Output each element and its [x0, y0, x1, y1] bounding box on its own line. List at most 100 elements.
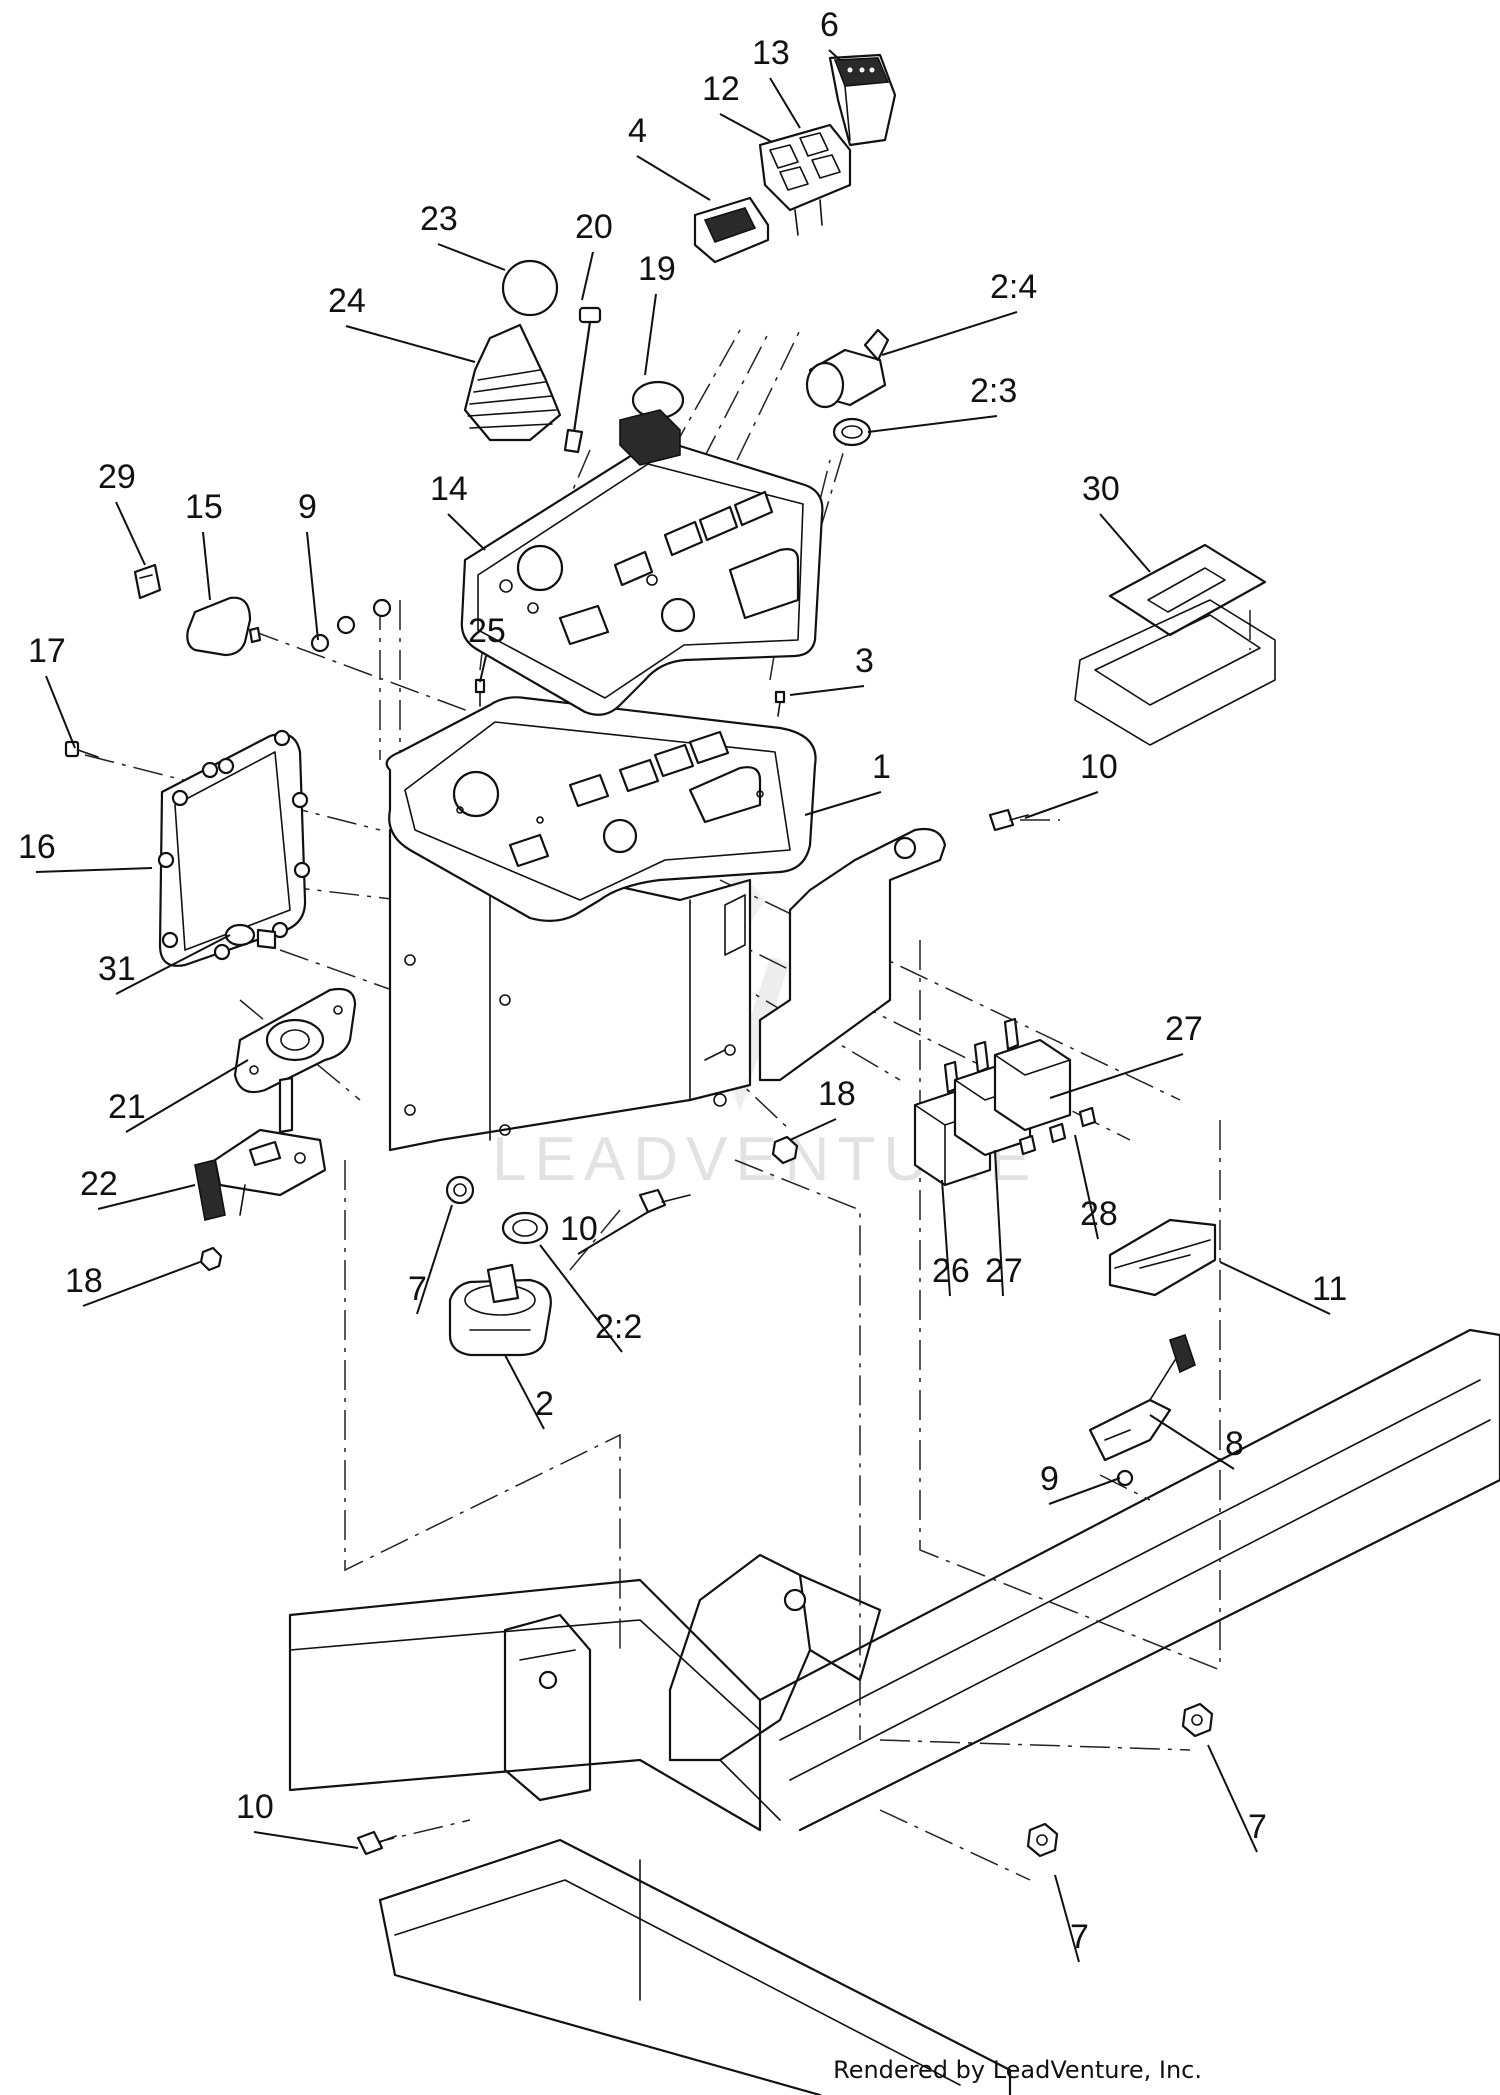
boot-24: [463, 323, 562, 442]
switch-19: [619, 380, 685, 466]
callout-leader-line: [1149, 1414, 1235, 1470]
callout-leader-line: [437, 243, 506, 271]
callout-label: 9: [1040, 1460, 1059, 1498]
callout-leader-line: [581, 251, 594, 301]
callout-leader-line: [306, 531, 319, 641]
callout-label: 12: [702, 70, 740, 108]
callout-leader-line: [1099, 513, 1151, 573]
switch-12-13: [758, 123, 852, 236]
callout-leader-line: [125, 1059, 249, 1133]
callout-leader-line: [644, 293, 657, 376]
callout-label: 29: [98, 458, 136, 496]
nut-2-2: [501, 1211, 549, 1245]
relay-27-b: [993, 1017, 1072, 1132]
callout-label: 16: [18, 828, 56, 866]
callout-label: 25: [468, 612, 506, 650]
callout-label: 10: [1080, 748, 1118, 786]
callout-leader-line: [769, 77, 801, 129]
screws-28: [1018, 1106, 1097, 1156]
spacer-7: [445, 1175, 475, 1205]
callout-label: 31: [98, 950, 136, 988]
callout-label: 22: [80, 1165, 118, 1203]
callout-label: 8: [1225, 1425, 1244, 1463]
callout-leader-line: [789, 1118, 837, 1141]
callout-leader-line: [115, 934, 231, 995]
bolt-10-center: [638, 1188, 691, 1214]
rod-20: [563, 306, 602, 454]
callout-label: 4: [628, 112, 647, 150]
callout-leader-line: [82, 1261, 201, 1307]
callout-leader-line: [1207, 1744, 1258, 1853]
callout-label: 30: [1082, 470, 1120, 508]
bracket-11: [1108, 1218, 1217, 1297]
callout-label: 11: [1312, 1270, 1347, 1308]
callout-leader-line: [504, 1354, 545, 1430]
switch-assembly-22: [194, 1076, 327, 1221]
callout-label: 20: [575, 208, 613, 246]
callout-leader-line: [828, 49, 841, 61]
callout-label: 2:3: [970, 372, 1017, 410]
callout-label: 7: [1070, 1918, 1089, 1956]
switch-4: [693, 196, 770, 264]
frame-chassis: [288, 1328, 1500, 2095]
callout-leader-line: [45, 675, 76, 749]
bolt-3: [774, 690, 786, 717]
decal-30: [1074, 543, 1276, 746]
callout-label: 7: [1248, 1808, 1267, 1846]
callout-label: 28: [1080, 1195, 1118, 1233]
bracket-8: [1088, 1333, 1196, 1462]
oring-31: [224, 923, 277, 950]
solenoid-15: [186, 596, 262, 657]
callout-label: 18: [65, 1262, 103, 1300]
ball-knob-23: [501, 259, 559, 317]
callout-leader-line: [115, 501, 146, 566]
panel-decal: [460, 442, 824, 716]
callout-label: 27: [1165, 1010, 1203, 1048]
callout-label: 19: [638, 250, 676, 288]
callout-label: 7: [408, 1270, 427, 1308]
nut-7-bottom: [1026, 1822, 1059, 1858]
switch-2: [448, 1263, 552, 1357]
callout-leader-line: [447, 513, 486, 551]
washers-9: [310, 598, 392, 653]
callout-leader-line: [1054, 1874, 1080, 1963]
callout-leader-line: [1049, 1053, 1184, 1099]
callout-leader-line: [1074, 1134, 1099, 1240]
callout-label: 17: [28, 632, 66, 670]
bolt-25: [474, 678, 486, 707]
callout-label: 1: [872, 748, 891, 786]
callout-label: 9: [298, 488, 317, 526]
switch-6: [828, 53, 897, 147]
callout-leader-line: [345, 325, 476, 363]
rendered-by-footer: Rendered by LeadVenture, Inc.: [833, 2056, 1202, 2084]
bolt-10-right: [988, 808, 1029, 832]
callout-label: 2:4: [990, 268, 1037, 306]
washer-9-right: [1116, 1469, 1134, 1487]
callout-label: 13: [752, 34, 790, 72]
plate-21: [233, 987, 357, 1094]
gearbox-cover-16: [157, 729, 311, 967]
callout-label: 2: [535, 1385, 554, 1423]
callout-leader-line: [994, 1149, 1004, 1297]
callout-leader-line: [804, 791, 882, 816]
callout-leader-line: [35, 867, 153, 873]
nut-7-right: [1181, 1702, 1214, 1738]
grommet-29: [133, 563, 162, 600]
callout-label: 3: [855, 642, 874, 680]
callout-leader-line: [253, 1831, 359, 1849]
callout-label: 15: [185, 488, 223, 526]
callout-label: 24: [328, 282, 366, 320]
callout-leader-line: [539, 1244, 623, 1353]
callout-label: 27: [985, 1252, 1023, 1290]
nut-18-center: [771, 1135, 799, 1165]
bolt-10-bottom: [356, 1830, 397, 1856]
console-box: [385, 696, 947, 1152]
bolt-17: [64, 740, 99, 758]
callout-leader-line: [789, 685, 865, 696]
callout-leader-line: [577, 1211, 649, 1255]
callout-label: 26: [932, 1252, 970, 1290]
callout-leader-line: [416, 1204, 453, 1315]
callout-leader-line: [719, 113, 773, 143]
